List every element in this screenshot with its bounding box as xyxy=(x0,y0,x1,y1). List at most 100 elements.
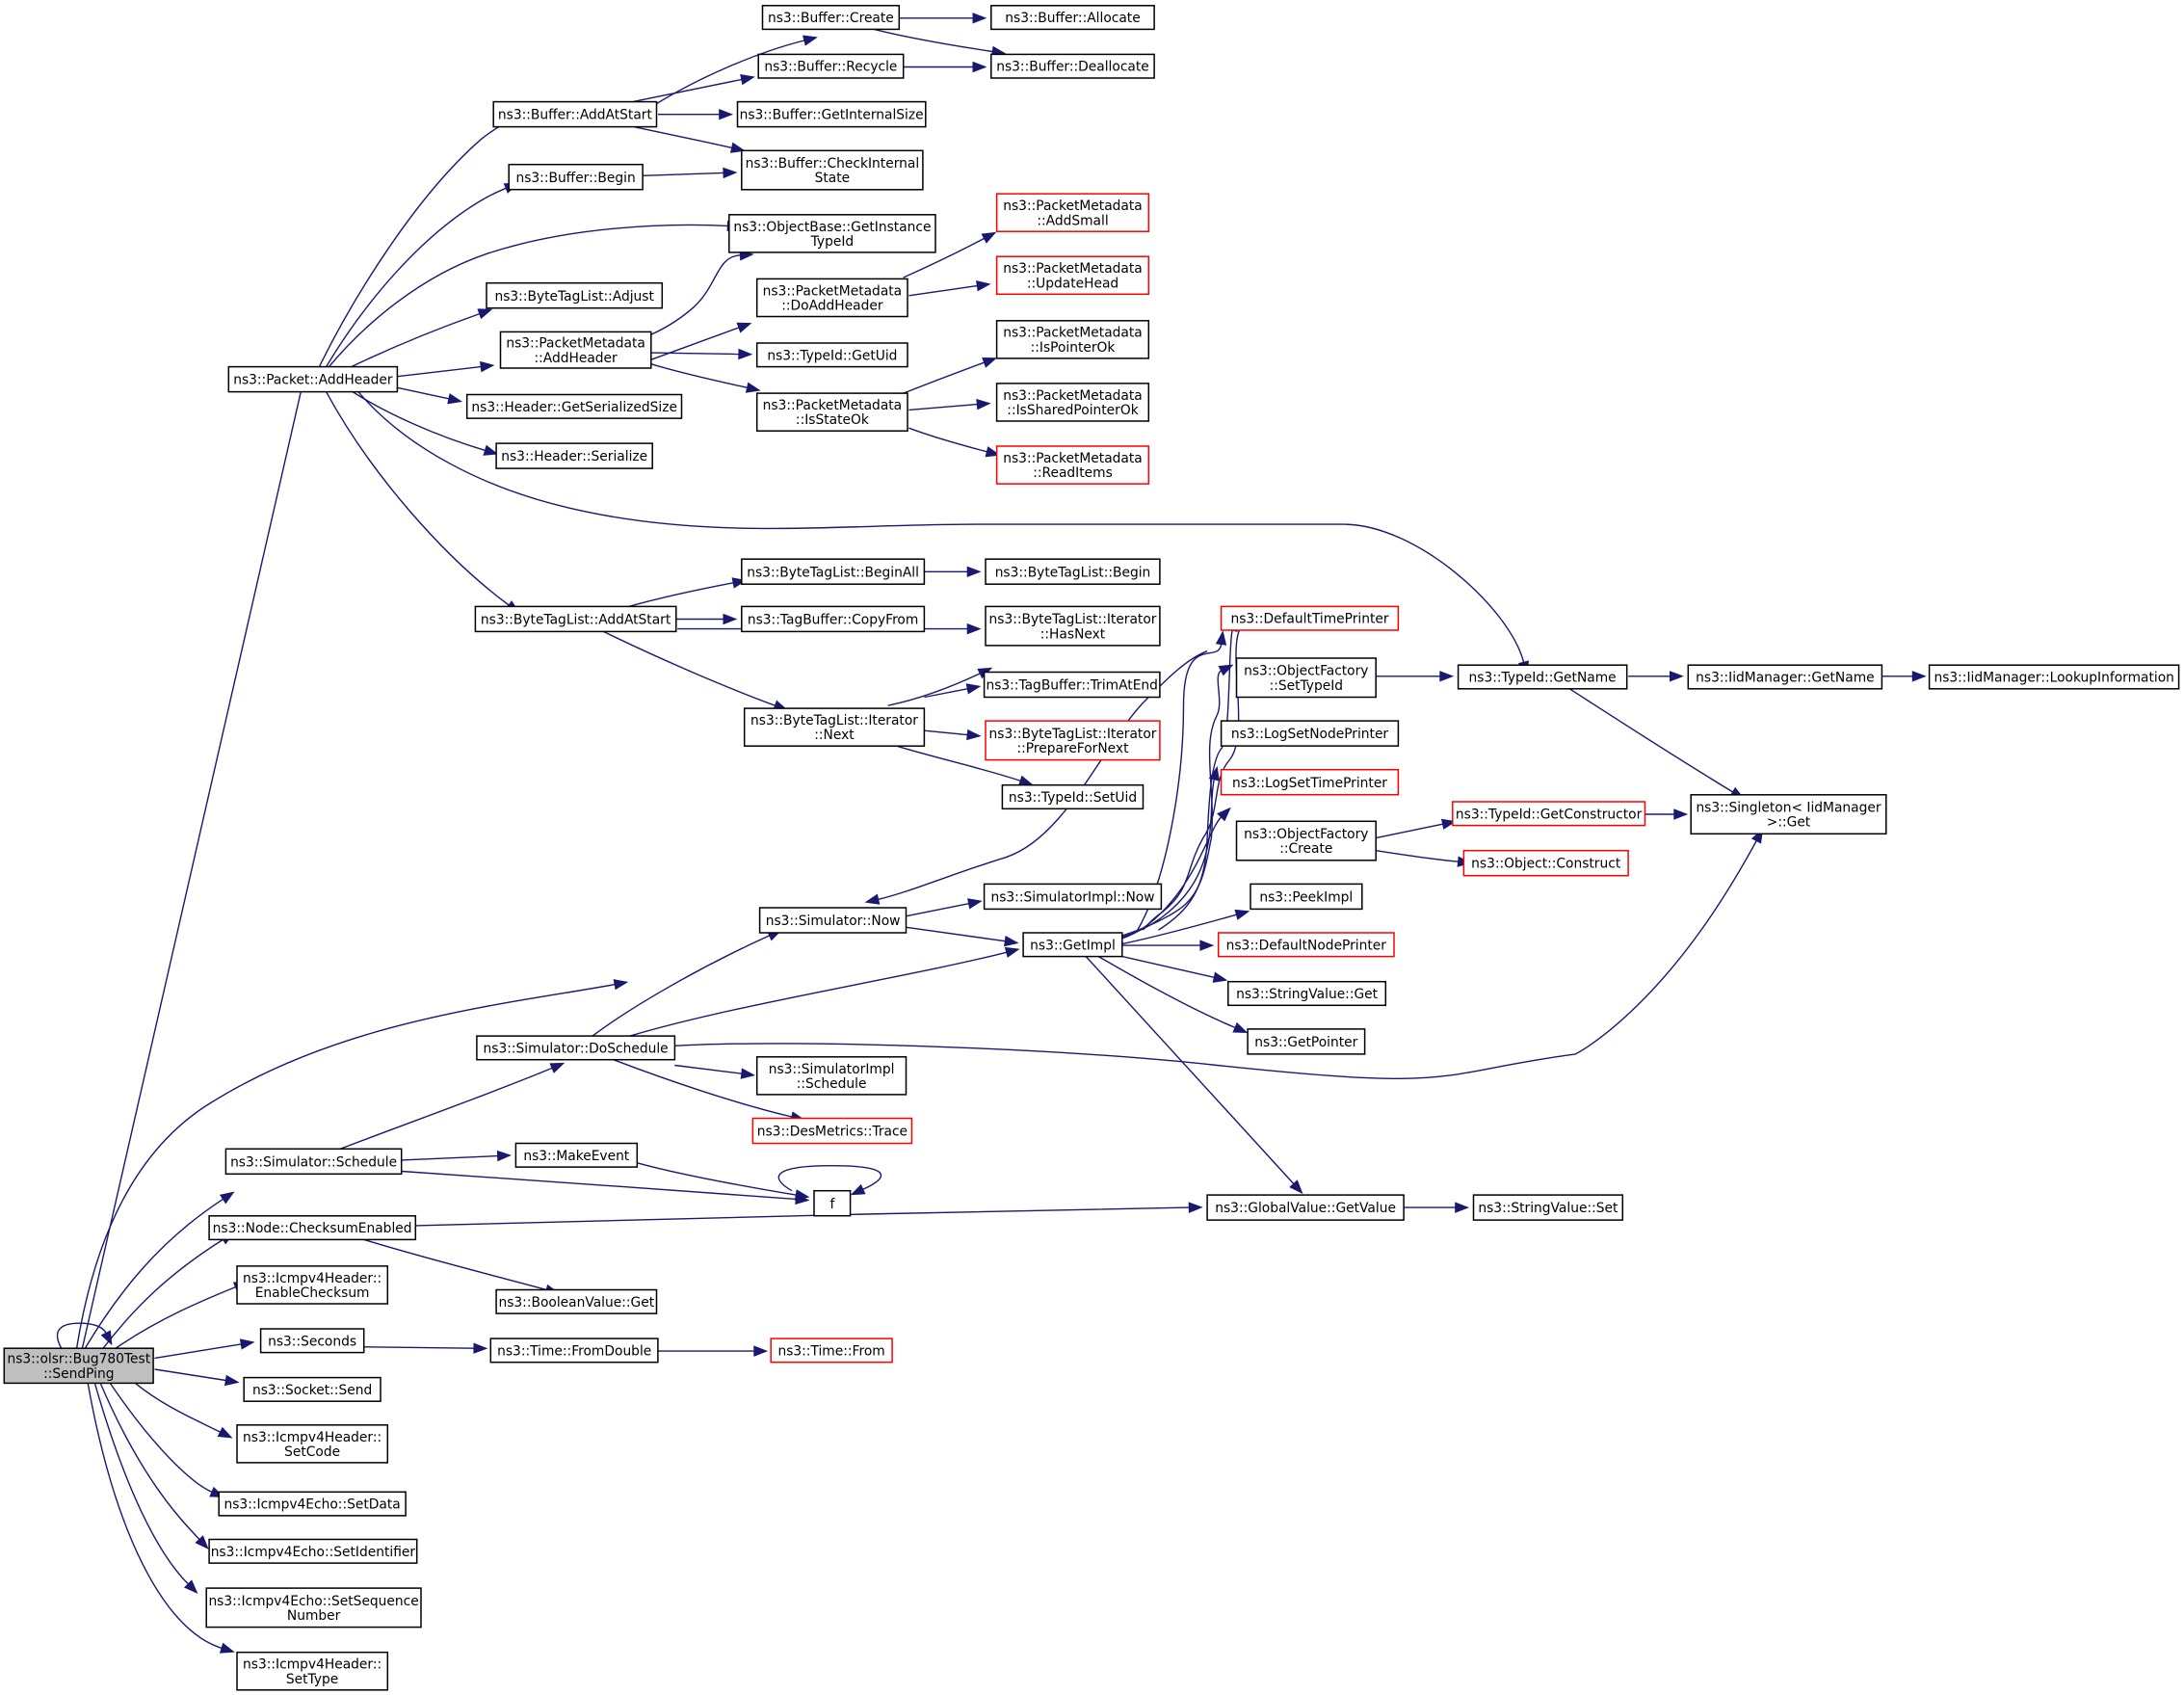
node-buf-allocate[interactable]: ns3::Buffer::Allocate xyxy=(990,5,1155,31)
node-box[interactable] xyxy=(755,342,908,368)
node-log-settimeprinter[interactable]: ns3::LogSetTimePrinter xyxy=(1220,768,1400,796)
node-singleton-get[interactable]: ns3::Singleton< IidManager>::Get xyxy=(1690,794,1887,835)
node-box[interactable] xyxy=(813,1189,852,1217)
node-tagbuf-copyfrom[interactable]: ns3::TagBuffer::CopyFrom xyxy=(741,605,926,633)
node-box[interactable] xyxy=(205,1587,422,1629)
node-node-checksum[interactable]: ns3::Node::ChecksumEnabled xyxy=(208,1215,417,1241)
node-box[interactable] xyxy=(508,163,644,191)
node-box[interactable] xyxy=(770,1337,893,1364)
node-box[interactable] xyxy=(751,1117,913,1145)
node-box[interactable] xyxy=(499,331,652,369)
node-box[interactable] xyxy=(236,1265,389,1305)
node-box[interactable] xyxy=(1247,1028,1366,1055)
node-box[interactable] xyxy=(761,5,901,31)
node-btli-next[interactable]: ns3::ByteTagList::Iterator::Next xyxy=(743,707,926,747)
node-pm-isstateok[interactable]: ns3::PacketMetadata::IsStateOk xyxy=(755,392,908,432)
node-box[interactable] xyxy=(259,1328,365,1354)
node-box[interactable] xyxy=(1250,883,1363,911)
node-box[interactable] xyxy=(227,365,399,393)
node-typeid-setuid[interactable]: ns3::TypeId::SetUid xyxy=(1001,783,1145,810)
node-globalvalue-getvalue[interactable]: ns3::GlobalValue::GetValue xyxy=(1206,1194,1405,1221)
node-hdr-serialize[interactable]: ns3::Header::Serialize xyxy=(495,442,653,469)
node-pm-addheader[interactable]: ns3::PacketMetadata::AddHeader xyxy=(499,331,652,369)
node-btl-adjust[interactable]: ns3::ByteTagList::Adjust xyxy=(486,281,664,309)
node-box[interactable] xyxy=(514,1142,639,1168)
node-pm-addsmall[interactable]: ns3::PacketMetadata::AddSmall xyxy=(995,193,1150,232)
node-box[interactable] xyxy=(1928,664,2180,690)
node-box[interactable] xyxy=(990,53,1155,79)
node-pkt-addheader[interactable]: ns3::Packet::AddHeader xyxy=(227,365,399,393)
node-box[interactable] xyxy=(736,100,927,128)
node-objfact-create[interactable]: ns3::ObjectFactory::Create xyxy=(1235,820,1377,861)
node-box[interactable] xyxy=(495,442,653,469)
node-box[interactable] xyxy=(465,393,683,419)
node-btl-begin[interactable]: ns3::ByteTagList::Begin xyxy=(985,558,1161,585)
node-pm-ispointerok[interactable]: ns3::PacketMetadata::IsPointerOk xyxy=(995,320,1150,359)
node-typeid-getctor[interactable]: ns3::TypeId::GetConstructor xyxy=(1452,801,1646,827)
node-box[interactable] xyxy=(486,281,664,309)
node-box[interactable] xyxy=(1227,980,1387,1007)
node-desmetrics-trace[interactable]: ns3::DesMetrics::Trace xyxy=(751,1117,913,1145)
node-box[interactable] xyxy=(757,53,905,79)
node-box[interactable] xyxy=(990,5,1155,31)
node-box[interactable] xyxy=(1220,720,1400,747)
node-box[interactable] xyxy=(1457,664,1628,690)
node-box[interactable] xyxy=(985,605,1161,647)
node-btli-hasnext[interactable]: ns3::ByteTagList::Iterator::HasNext xyxy=(985,605,1161,647)
node-objfact-settypeid[interactable]: ns3::ObjectFactory::SetTypeId xyxy=(1235,657,1377,699)
node-box[interactable] xyxy=(224,1148,403,1176)
node-box[interactable] xyxy=(474,605,677,633)
node-booleanvalue-get[interactable]: ns3::BooleanValue::Get xyxy=(495,1288,658,1314)
node-box[interactable] xyxy=(1220,605,1400,631)
node-box[interactable] xyxy=(995,445,1150,485)
node-box[interactable] xyxy=(1235,657,1377,699)
node-box[interactable] xyxy=(1206,1194,1405,1221)
node-box[interactable] xyxy=(492,100,658,128)
node-iid-lookup[interactable]: ns3::IidManager::LookupInformation xyxy=(1928,664,2180,690)
node-simimpl-now[interactable]: ns3::SimulatorImpl::Now xyxy=(983,883,1163,911)
node-box[interactable] xyxy=(1217,932,1395,958)
node-icmp-settype[interactable]: ns3::Icmpv4Header::SetType xyxy=(236,1651,389,1691)
node-object-construct[interactable]: ns3::Object::Construct xyxy=(1462,849,1629,877)
node-echo-setdata[interactable]: ns3::Icmpv4Echo::SetData xyxy=(218,1491,407,1517)
node-btl-beginall[interactable]: ns3::ByteTagList::BeginAll xyxy=(741,558,926,585)
node-echo-setidentifier[interactable]: ns3::Icmpv4Echo::SetIdentifier xyxy=(208,1538,418,1564)
node-box[interactable] xyxy=(1472,1194,1624,1221)
node-box[interactable] xyxy=(741,605,926,633)
node-pm-updatehead[interactable]: ns3::PacketMetadata::UpdateHead xyxy=(995,255,1150,296)
node-default-node-printer[interactable]: ns3::DefaultNodePrinter xyxy=(1217,932,1395,958)
node-box[interactable] xyxy=(243,1376,382,1402)
node-tagbuf-trimatend[interactable]: ns3::TagBuffer::TrimAtEnd xyxy=(983,671,1161,699)
node-peekimpl[interactable]: ns3::PeekImpl xyxy=(1250,883,1363,911)
node-stringvalue-get[interactable]: ns3::StringValue::Get xyxy=(1227,980,1387,1007)
node-typeid-getuid[interactable]: ns3::TypeId::GetUid xyxy=(755,342,908,368)
node-pm-doaddheader[interactable]: ns3::PacketMetadata::DoAddHeader xyxy=(755,278,908,318)
node-seconds[interactable]: ns3::Seconds xyxy=(259,1328,365,1354)
node-pm-readitems[interactable]: ns3::PacketMetadata::ReadItems xyxy=(995,445,1150,485)
node-box[interactable] xyxy=(985,558,1161,585)
node-iid-getname[interactable]: ns3::IidManager::GetName xyxy=(1687,664,1883,690)
node-stringvalue-set[interactable]: ns3::StringValue::Set xyxy=(1472,1194,1624,1221)
node-btl-addatstart[interactable]: ns3::ByteTagList::AddAtStart xyxy=(474,605,677,633)
node-box[interactable] xyxy=(208,1538,418,1564)
node-simimpl-schedule[interactable]: ns3::SimulatorImpl::Schedule xyxy=(755,1056,908,1096)
node-box[interactable] xyxy=(236,1651,389,1691)
node-getimpl[interactable]: ns3::GetImpl xyxy=(1022,932,1123,958)
node-f[interactable]: f xyxy=(813,1189,852,1217)
node-buf-begin[interactable]: ns3::Buffer::Begin xyxy=(508,163,644,191)
node-sim-now[interactable]: ns3::Simulator::Now xyxy=(758,907,908,934)
node-box[interactable] xyxy=(489,1337,659,1364)
node-box[interactable] xyxy=(208,1215,417,1241)
node-box[interactable] xyxy=(476,1035,676,1061)
node-box[interactable] xyxy=(1690,794,1887,835)
node-typeid-getname[interactable]: ns3::TypeId::GetName xyxy=(1457,664,1628,690)
node-box[interactable] xyxy=(1022,932,1123,958)
node-box[interactable] xyxy=(1687,664,1883,690)
node-box[interactable] xyxy=(758,907,908,934)
node-box[interactable] xyxy=(743,707,926,747)
node-box[interactable] xyxy=(1462,849,1629,877)
node-box[interactable] xyxy=(995,193,1150,232)
node-buf-create[interactable]: ns3::Buffer::Create xyxy=(761,5,901,31)
